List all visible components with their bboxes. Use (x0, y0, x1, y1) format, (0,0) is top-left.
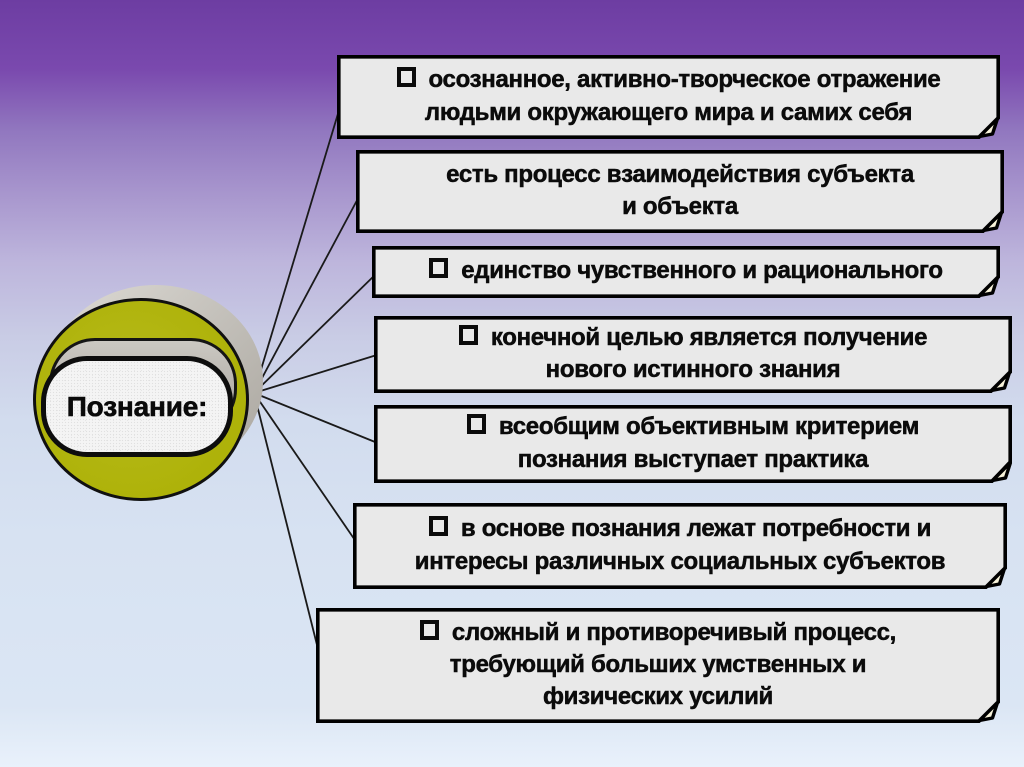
square-bullet (466, 414, 486, 435)
fold-corner (984, 566, 1007, 589)
note-shape (353, 503, 1007, 589)
note-box-4[interactable]: конечной целью является получение нового… (374, 316, 1012, 393)
square-bullet (458, 324, 478, 345)
ellipse-label: Познание: (66, 390, 208, 422)
note-shape (374, 316, 1012, 393)
connector-line-1 (253, 96, 344, 394)
note-shape (372, 246, 1000, 298)
connector-line-4 (253, 353, 381, 394)
fold-corner (989, 370, 1012, 393)
connector-line-3 (253, 271, 379, 394)
connector-line-7 (253, 392, 323, 666)
fold-corner (990, 460, 1012, 483)
note-box-7[interactable]: сложный и противоречивый процесс, требую… (316, 608, 1000, 723)
connector-line-6 (253, 392, 360, 547)
note-box-3[interactable]: единство чувственного и рационального (372, 246, 1000, 298)
fold-corner (977, 116, 1000, 139)
note-shape (356, 150, 1004, 233)
note-text: сложный и противоречивый процесс, требую… (449, 618, 897, 711)
note-text: единство чувственного и рационального (461, 257, 943, 285)
note-text: всеобщим объективным критерием познания … (498, 413, 920, 473)
square-bullet (419, 619, 439, 640)
note-text: в основе познания лежат потребности и ин… (414, 515, 946, 575)
note-shape (316, 608, 1000, 723)
note-box-2[interactable]: есть процесс взаимодействия субъекта и о… (356, 150, 1004, 233)
fold-corner (977, 275, 1000, 298)
note-box-5[interactable]: всеобщим объективным критерием познания … (374, 405, 1012, 483)
square-bullet (396, 67, 416, 88)
fold-corner (981, 210, 1004, 233)
fold-corner (977, 700, 1000, 723)
label-pill[interactable]: Познание: (41, 356, 233, 457)
square-bullet (428, 516, 448, 537)
note-text: конечной целью является получение нового… (490, 323, 928, 384)
note-box-6[interactable]: в основе познания лежат потребности и ин… (353, 503, 1007, 589)
note-shape (337, 55, 1000, 139)
connector-line-5 (253, 392, 381, 445)
square-bullet (429, 258, 449, 279)
note-box-1[interactable]: осознанное, активно-творческое отражение… (337, 55, 1000, 139)
connector-line-2 (253, 190, 363, 394)
note-text: осознанное, активно-творческое отражение… (424, 66, 941, 126)
note-shape (374, 405, 1012, 483)
note-text: есть процесс взаимодействия субъекта и о… (446, 160, 915, 221)
